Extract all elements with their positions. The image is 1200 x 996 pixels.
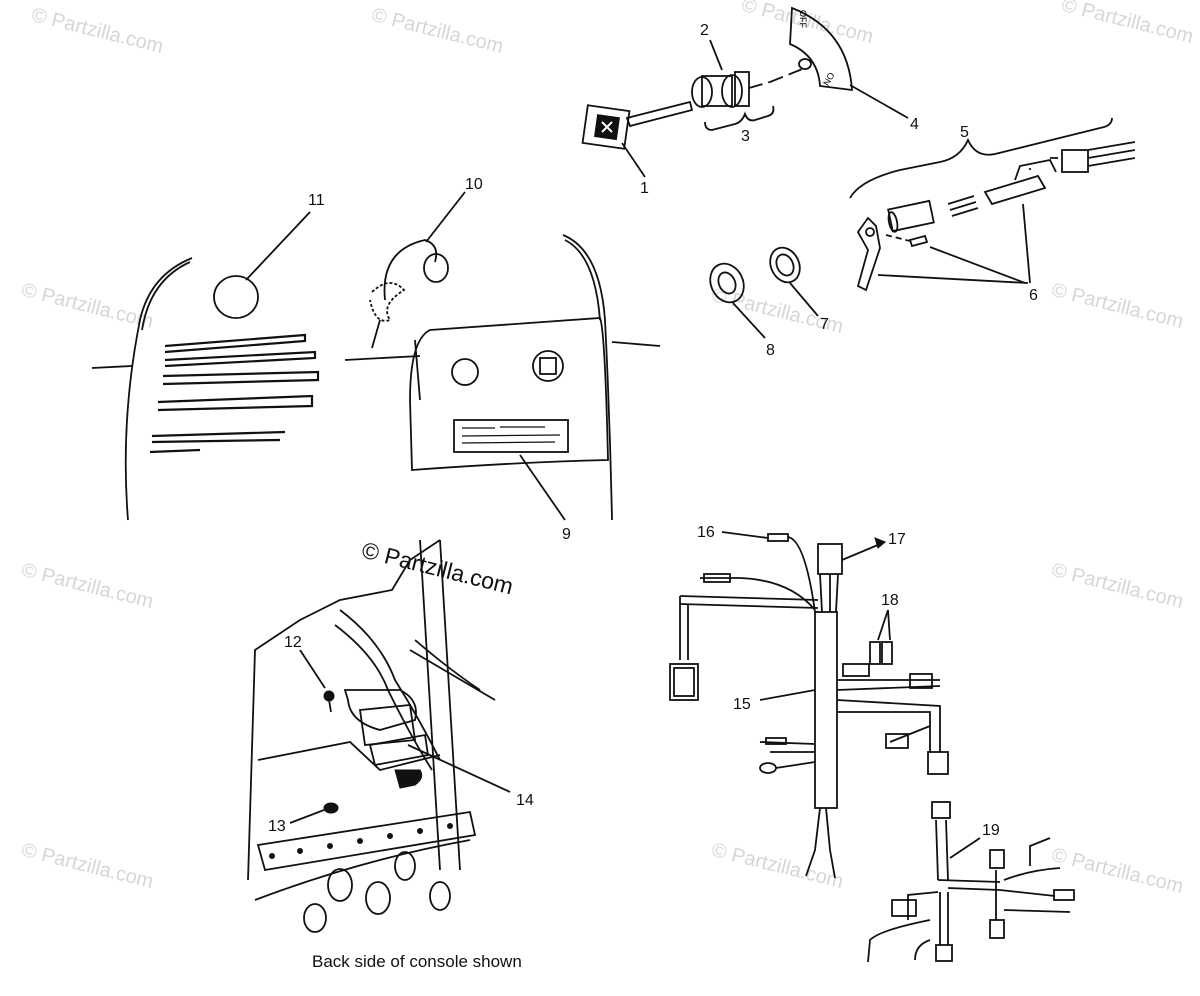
- wire-harness-secondary: [867, 801, 1075, 963]
- diagram-caption: Back side of console shown: [312, 952, 522, 971]
- switch-plate-part: [769, 6, 909, 119]
- callout-11: 11: [308, 192, 325, 209]
- callout-4: 4: [910, 116, 919, 133]
- console-back-view: [247, 539, 511, 933]
- callout-10: 10: [465, 176, 483, 193]
- callout-16: 16: [697, 524, 715, 541]
- callout-1: 1: [640, 180, 649, 197]
- key-part: [581, 100, 694, 178]
- hood-console-panel: [91, 191, 661, 521]
- switch-plate-off-text: OFF: [798, 10, 808, 28]
- callout-19: 19: [982, 822, 1000, 839]
- callout-7: 7: [820, 316, 829, 333]
- wire-harness-main: [669, 531, 949, 879]
- callout-8: 8: [766, 342, 775, 359]
- callout-5: 5: [960, 124, 969, 141]
- callout-14: 14: [516, 792, 534, 809]
- callout-15: 15: [733, 696, 751, 713]
- callout-12: 12: [284, 634, 302, 651]
- callout-6: 6: [1029, 287, 1038, 304]
- callout-9: 9: [562, 526, 571, 543]
- callout-2: 2: [700, 22, 709, 39]
- nut-washer-parts: [709, 246, 819, 339]
- ignition-switch-part: [691, 39, 775, 131]
- throttle-switch-assembly: [856, 141, 1136, 292]
- callout-3: 3: [741, 128, 750, 145]
- callout-18: 18: [881, 592, 899, 609]
- callout-17: 17: [888, 531, 906, 548]
- callout-13: 13: [268, 818, 286, 835]
- bracket-5: [849, 117, 1113, 199]
